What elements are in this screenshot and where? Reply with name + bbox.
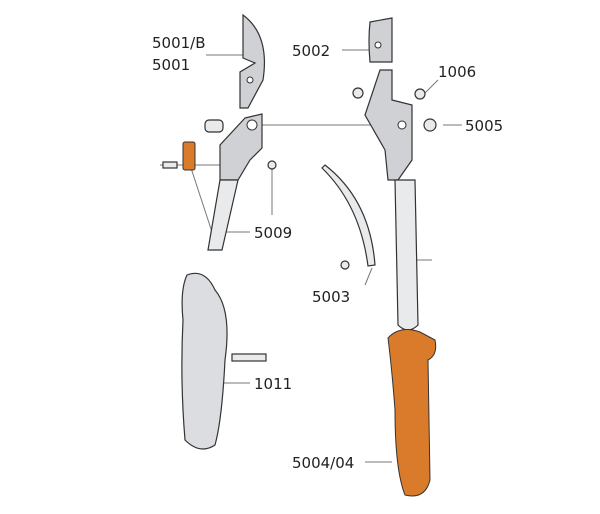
label-1011: 1011 [254,375,292,393]
label-5009: 5009 [254,224,292,242]
label-1006: 1006 [438,63,476,81]
upper-arm-left [219,113,263,181]
label-5003: 5003 [312,288,350,306]
pivot-bolt [204,119,224,133]
stop-block [182,141,196,171]
handle-5004 [387,329,437,497]
label-5001: 5001 [152,56,190,74]
shaft-left [207,179,239,251]
upper-arm-right [364,69,413,181]
anvil-5002 [368,17,393,63]
label-5001b: 5001/B [152,34,206,52]
shaft-right [394,179,419,331]
label-5002: 5002 [292,42,330,60]
grip-1011 [181,272,228,450]
label-5004-04: 5004/04 [292,454,354,472]
spring-5003 [321,164,376,267]
label-5005: 5005 [465,117,503,135]
blade-5001 [239,13,266,109]
